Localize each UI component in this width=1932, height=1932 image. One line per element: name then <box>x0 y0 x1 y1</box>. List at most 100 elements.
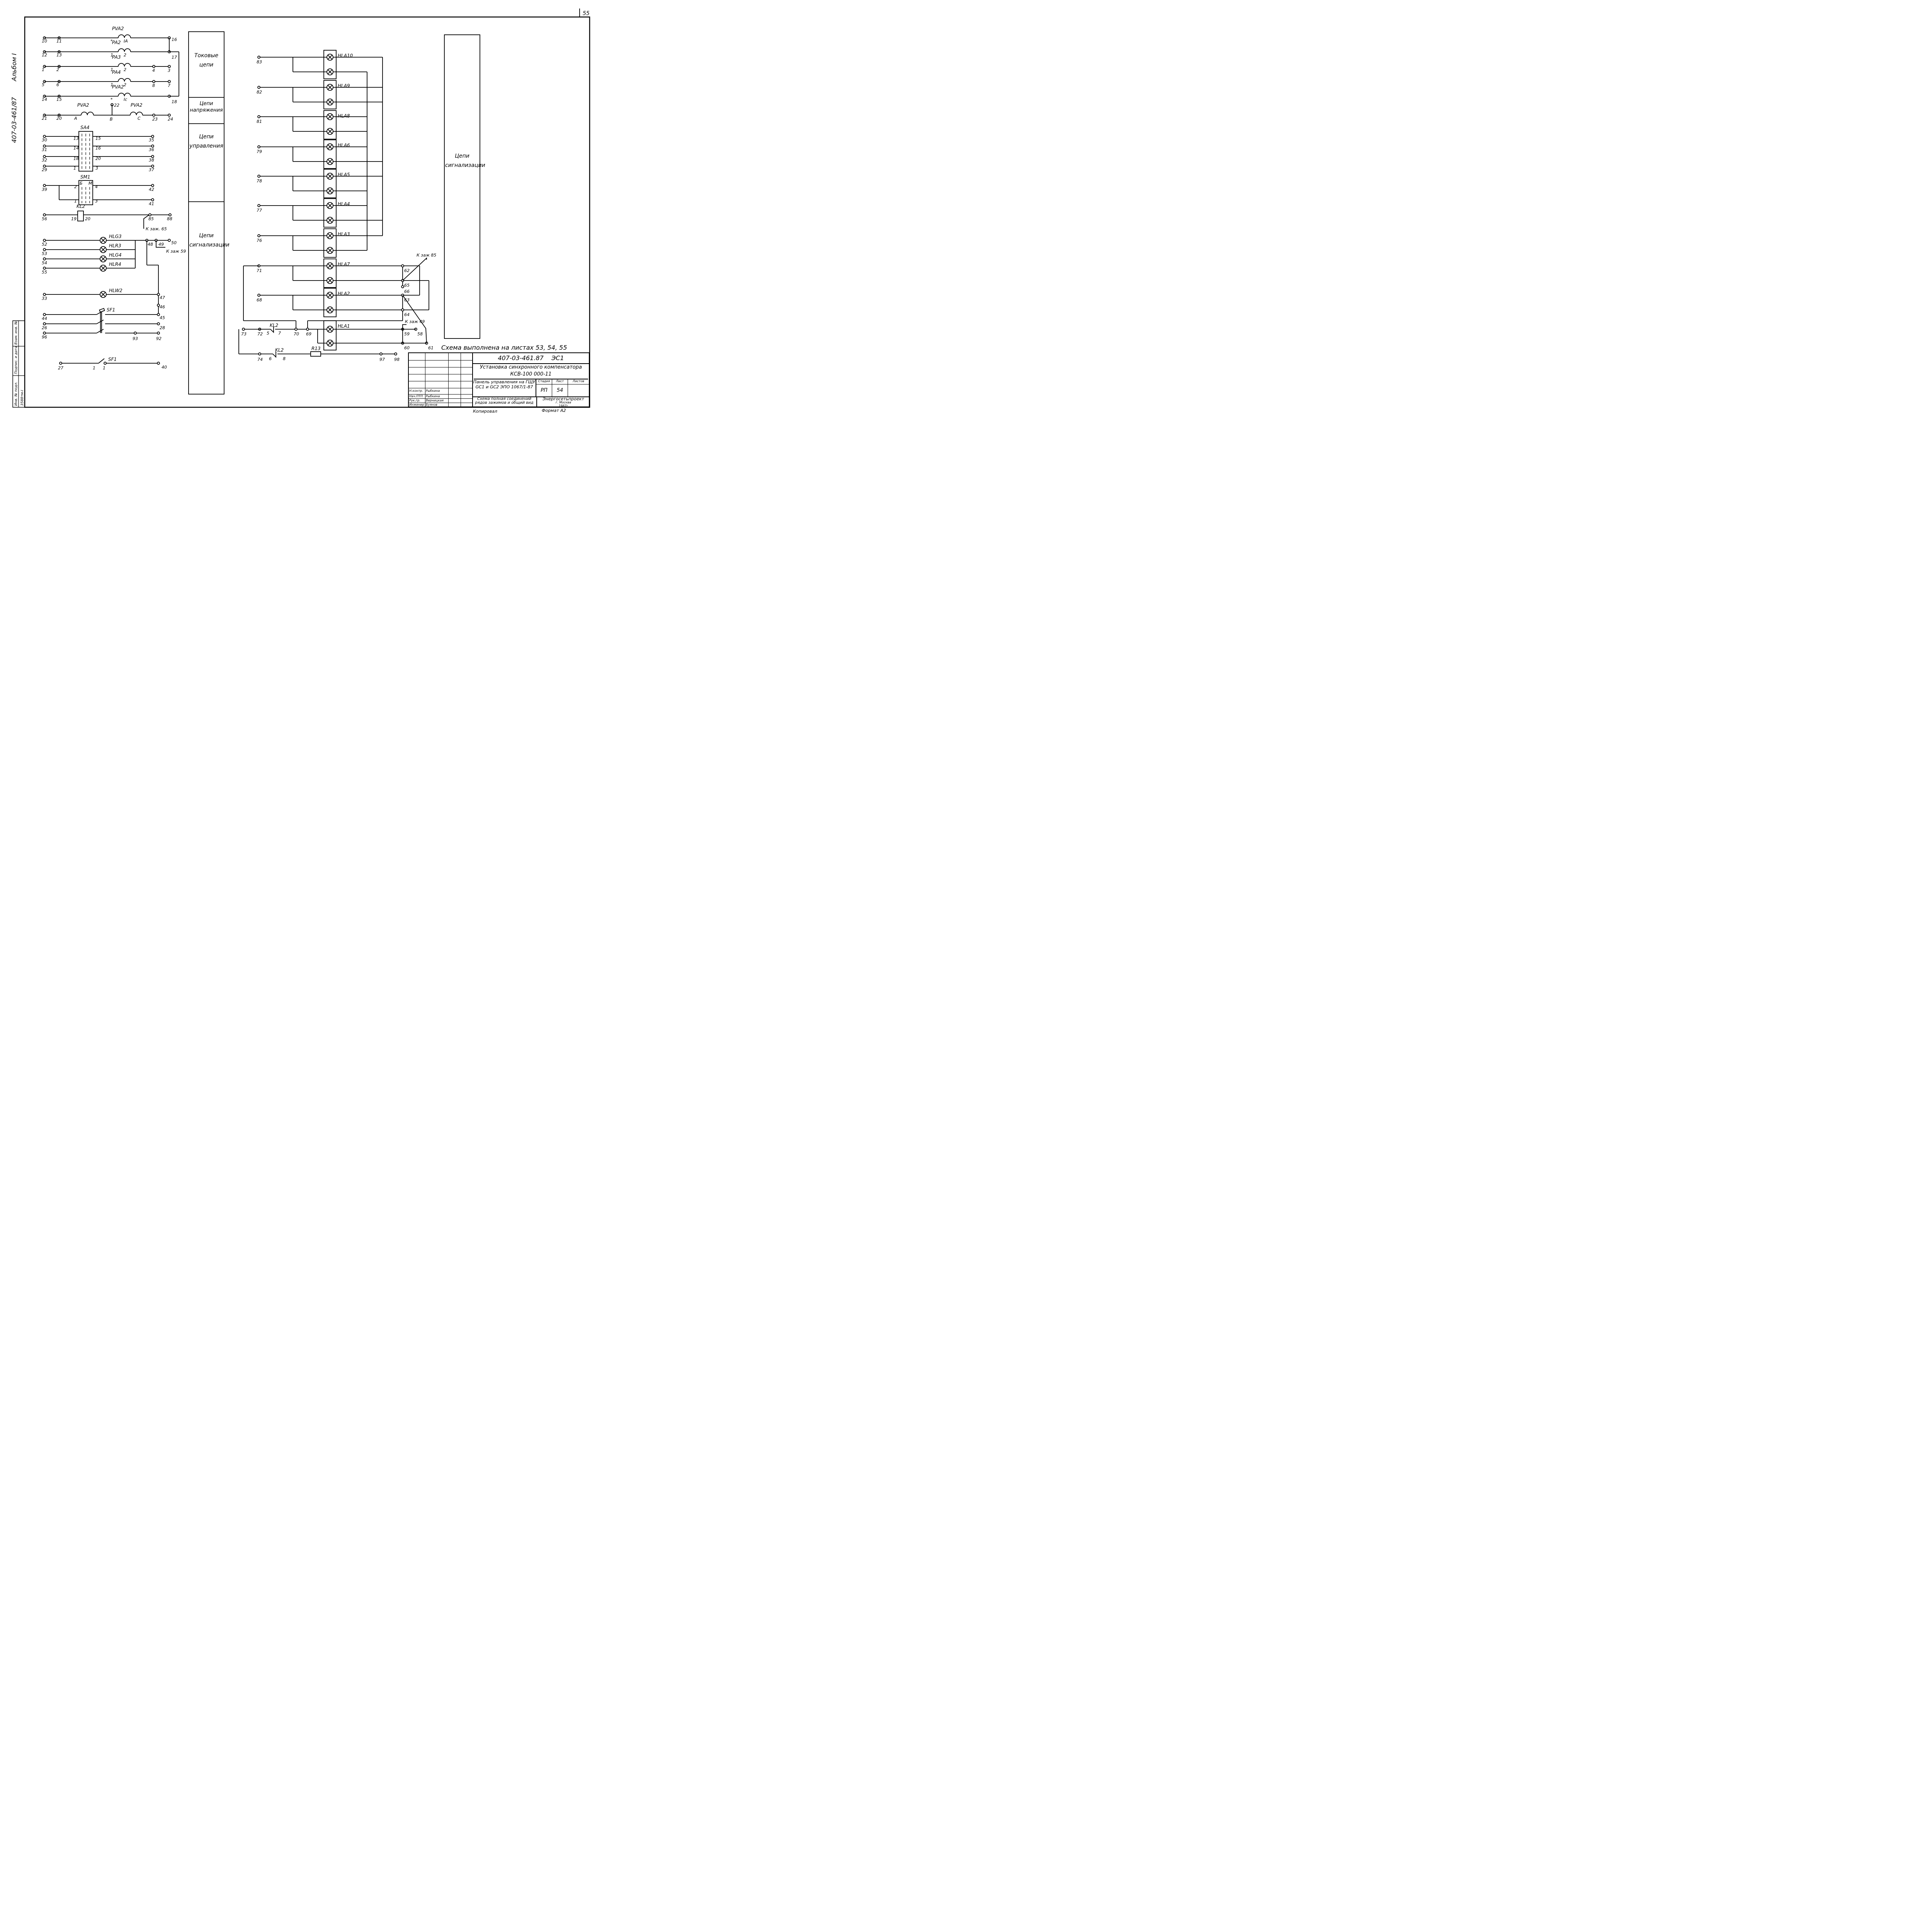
terminal-label: 92 <box>156 336 162 341</box>
terminal <box>257 115 260 118</box>
terminal-label: 13 <box>56 53 62 58</box>
svg-text:Подпис. и дата: Подпис. и дата <box>14 346 18 374</box>
lamp-cross <box>327 293 333 298</box>
terminal-label: 49 <box>158 242 164 247</box>
terminal-label: 26 <box>42 325 47 330</box>
terminal-label: 23 <box>152 117 158 122</box>
terminal-label: 2 <box>124 82 126 87</box>
terminal-label: 97 <box>379 357 385 362</box>
terminal <box>257 145 260 148</box>
terminal-label: 53 <box>42 251 47 256</box>
svg-text:Инв. № подл.: Инв. № подл. <box>14 382 18 406</box>
terminal-label: 8 <box>283 356 286 361</box>
terminal <box>168 213 172 216</box>
sheets-value <box>568 384 589 397</box>
device-label: SF1 <box>108 357 117 362</box>
lamp-cross <box>327 54 333 60</box>
terminal-label: 58 <box>417 332 423 337</box>
terminal-label: 85 <box>148 216 154 221</box>
alarm-lamp-block <box>323 80 337 109</box>
format-label: Формат А2 <box>542 408 566 413</box>
terminal-label: 24 <box>168 117 173 122</box>
terminal-label: 81 <box>257 119 262 124</box>
terminal-label: 30 <box>42 138 47 143</box>
terminal-label: 12 <box>42 53 47 58</box>
lamp-cross <box>327 278 333 283</box>
terminal-label: 17 <box>172 55 177 60</box>
lamp-cross <box>327 263 333 269</box>
note-arrow <box>402 324 406 329</box>
terminal-label: 76 <box>257 238 262 243</box>
staff-row: Буянов <box>426 403 437 406</box>
switch-sa4-body <box>78 131 93 172</box>
terminal-label: 4 <box>152 68 155 73</box>
terminal-label: IA <box>124 39 128 44</box>
device-label: PVA2 <box>112 84 124 90</box>
section-current-circuits: Токовые цепи <box>194 53 219 68</box>
staff-row: Рыбкина <box>426 395 440 398</box>
terminal-label: 13 <box>73 136 79 141</box>
terminal <box>257 56 260 59</box>
lamp-cross <box>327 188 333 194</box>
terminal-label: 1 <box>42 67 44 72</box>
device-label: HLR4 <box>109 262 121 267</box>
sheet-label: Лист <box>552 379 568 384</box>
terminal-label: 4 <box>95 184 98 189</box>
alarm-lamp-block <box>323 139 337 169</box>
cross-reference: К заж 49 <box>405 319 425 324</box>
lamp-cross <box>100 247 106 252</box>
staff-grid: Н.контр. Рыбкина Нач.ПТП Рыбкина Рук.гр.… <box>409 353 473 407</box>
terminal-label: 8 <box>152 83 155 88</box>
device-label: SM1 <box>80 174 90 180</box>
terminal <box>152 80 155 83</box>
terminal-label: 1 <box>111 67 113 72</box>
terminal-label: 72 <box>257 332 263 337</box>
terminal-label: 31 <box>42 147 47 152</box>
terminal-label: 66 <box>404 289 410 294</box>
lamp-cross <box>327 307 333 313</box>
staff-row: Нач.ПТП <box>409 395 423 398</box>
terminal <box>151 165 154 168</box>
terminal-label: 93 <box>133 336 138 341</box>
lamp-cross <box>100 292 106 297</box>
terminal-label: 83 <box>257 60 262 65</box>
alarm-lamp-block <box>323 320 337 350</box>
terminal-label: 2 <box>124 67 126 72</box>
lamp-cross <box>327 114 333 119</box>
alarm-lamp-block <box>323 288 337 317</box>
terminal-label: 74 <box>257 357 263 362</box>
terminal-label: 14 <box>73 146 79 151</box>
copied-label: Копировал <box>473 409 497 414</box>
terminal-label: 1 <box>73 166 76 171</box>
lamp-cross <box>100 256 106 262</box>
device-label: HLA1 <box>338 323 350 329</box>
terminal-label: 1 <box>111 82 113 87</box>
terminal <box>151 145 154 148</box>
section-control-circuits: Цепи управления <box>189 134 223 149</box>
device-label: HLR3 <box>109 243 121 248</box>
terminal-label: 54 <box>42 260 47 265</box>
terminal-label: 5 <box>267 331 269 336</box>
lamp-cross <box>327 203 333 208</box>
lamp-cross <box>327 173 333 179</box>
terminal-label: 6 <box>56 82 59 87</box>
terminal-label: Ic <box>124 97 127 102</box>
device-label: PVA2 <box>131 102 142 108</box>
terminal-label: 44 <box>42 316 47 321</box>
terminal-label: 15 <box>56 97 62 102</box>
sheets-label: Листов <box>568 379 589 384</box>
terminal-label: 1 <box>111 53 113 58</box>
terminal-label: 3 <box>168 68 170 73</box>
terminal-label: 45 <box>160 315 165 320</box>
terminal-label: 6 <box>269 356 272 361</box>
terminal-label: 15 <box>95 136 101 141</box>
terminal-label: 1 <box>74 199 77 204</box>
device-label: HLA3 <box>338 231 350 237</box>
section-signal-circuits-right: Цепи сигнализации <box>445 153 485 168</box>
terminal-label: 42 <box>149 187 154 192</box>
terminal-label: 48 <box>148 242 153 247</box>
lamp-cross <box>100 238 106 243</box>
device-label: KL2 <box>275 347 284 353</box>
terminal <box>257 204 260 207</box>
terminal-label: 16 <box>95 146 101 151</box>
